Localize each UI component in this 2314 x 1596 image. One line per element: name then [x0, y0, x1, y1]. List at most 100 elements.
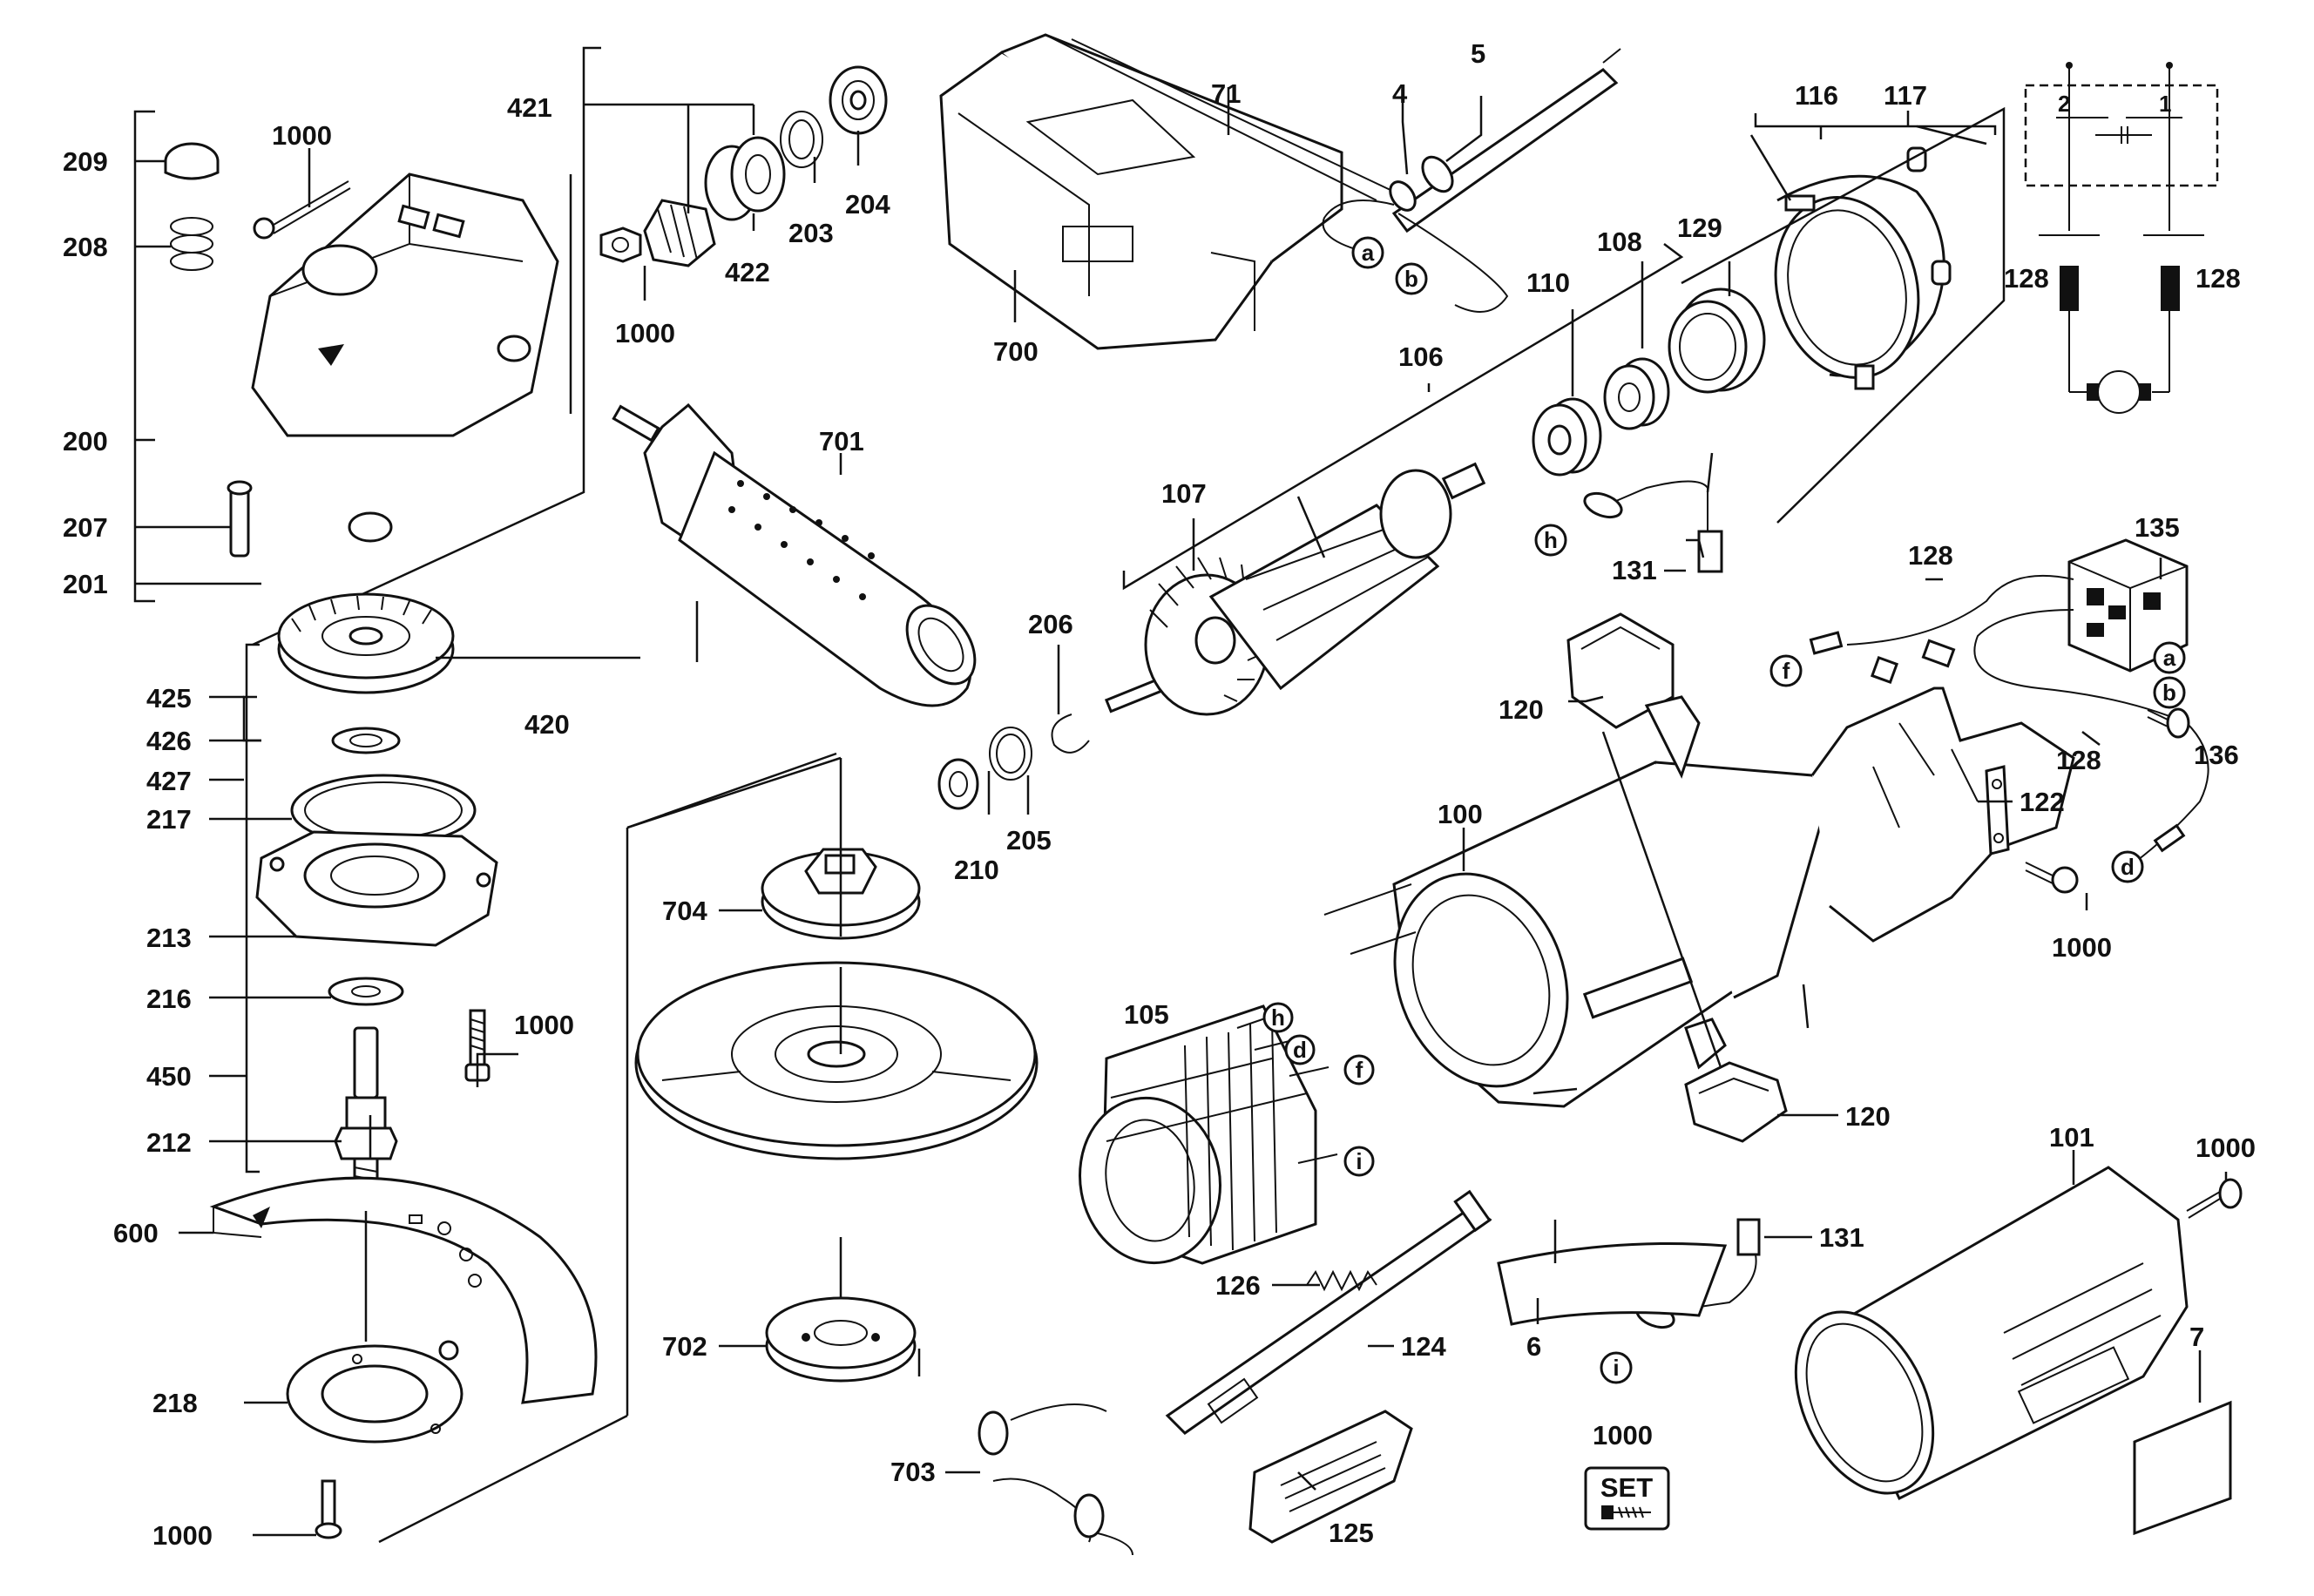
screw-1000-right: [2025, 862, 2079, 894]
part-label: 704: [662, 896, 707, 926]
bearing-204: [829, 65, 888, 135]
svg-text:d: d: [1293, 1037, 1307, 1063]
part-label: 209: [63, 146, 108, 177]
svg-text:f: f: [1783, 658, 1790, 684]
part-label: 120: [1845, 1101, 1891, 1132]
svg-text:a: a: [2163, 645, 2176, 671]
part-label: 5: [1471, 38, 1485, 69]
part-label: 136: [2194, 740, 2239, 770]
nameplate-7: [2133, 1400, 2232, 1536]
part-label: 4: [1392, 78, 1408, 109]
leader-lines: [135, 87, 2228, 1537]
connection-marker-b-switch: b: [2153, 676, 2186, 709]
part-label: 1000: [615, 318, 675, 348]
plate-122: [1985, 765, 2010, 855]
part-label: 421: [507, 92, 552, 123]
part-label: 6: [1526, 1331, 1541, 1362]
switch-135: [2067, 538, 2189, 673]
carry-case: [939, 33, 1395, 350]
part-label: 71: [1211, 78, 1241, 109]
part-label: 212: [146, 1127, 192, 1158]
part-label: 1000: [1593, 1420, 1653, 1451]
connection-marker-a-cord: a: [1351, 236, 1384, 269]
fan-baffle: [1774, 146, 1952, 390]
schematic-switch-2-label: 2: [2058, 91, 2070, 117]
svg-text:i: i: [1613, 1355, 1619, 1381]
part-label: 126: [1215, 1270, 1261, 1301]
part-label: 106: [1398, 342, 1444, 372]
svg-text:h: h: [1544, 527, 1558, 553]
connection-marker-f-stator: f: [1343, 1054, 1375, 1085]
screw-1000-bottom: [315, 1479, 342, 1539]
part-label: 135: [2135, 512, 2180, 543]
flange-nut-702: [765, 1296, 917, 1383]
part-label: 422: [725, 257, 770, 287]
part-label: 203: [788, 218, 834, 248]
bearing-sleeve-129: [1668, 287, 1766, 394]
cap-part: [164, 142, 220, 180]
screw-set-badge: SET: [1584, 1466, 1670, 1531]
svg-text:a: a: [1362, 240, 1375, 266]
part-label: 128: [2196, 263, 2241, 294]
label-6: [1497, 1242, 1728, 1326]
part-label: 206: [1028, 609, 1073, 639]
end-cap-101: [1794, 1166, 2189, 1501]
brush-holder-upper: [1566, 612, 1701, 779]
bearing-flange: [255, 774, 498, 947]
part-label: 125: [1329, 1518, 1374, 1548]
circlips-210-205-206: [937, 713, 1090, 810]
bearing-110: [1532, 397, 1602, 477]
washer-216: [328, 977, 404, 1006]
part-label: 700: [993, 336, 1039, 367]
part-label: 600: [113, 1218, 159, 1248]
part-label: 1000: [152, 1520, 213, 1551]
part-label: 124: [1401, 1331, 1446, 1362]
spanner-703: [978, 1403, 1133, 1556]
part-label: 128: [2056, 745, 2101, 775]
part-label: 200: [63, 426, 108, 456]
screw-part: [253, 180, 351, 240]
part-label: 1000: [2052, 932, 2112, 963]
screw-136: [2147, 707, 2190, 739]
switch-wires-128: [1809, 574, 2209, 863]
connection-marker-h-stator: h: [1262, 1002, 1294, 1033]
part-label: 108: [1597, 227, 1642, 257]
connection-marker-d-stator: d: [1284, 1034, 1316, 1065]
cutting-disc: [634, 961, 1039, 1160]
part-label: 204: [845, 189, 890, 220]
connection-marker-d-wire: d: [2111, 850, 2144, 883]
connection-marker-i-stator: i: [1343, 1146, 1375, 1177]
svg-text:i: i: [1356, 1148, 1362, 1174]
bearing-108: [1603, 357, 1670, 430]
part-label: 117: [1884, 80, 1927, 111]
part-label: 216: [146, 984, 192, 1014]
motor-housing: [1323, 639, 2075, 1108]
part-label: 131: [1612, 555, 1657, 585]
pin-part: [227, 480, 393, 558]
spring-126: [1306, 1269, 1377, 1292]
connection-markers: a b h f a b d h: [1262, 236, 2186, 1384]
wiring-schematic: 2 1: [2024, 62, 2219, 414]
svg-text:h: h: [1271, 1004, 1285, 1031]
brush-holder-lower: [1684, 1018, 1788, 1143]
part-label: 107: [1161, 478, 1207, 509]
washer-parts: [331, 727, 401, 754]
part-label: 426: [146, 726, 192, 756]
part-label: 427: [146, 766, 192, 796]
armature: [1104, 462, 1486, 716]
part-label: 128: [1908, 540, 1953, 571]
part-label: 1000: [272, 120, 332, 151]
part-label: 217: [146, 804, 192, 835]
power-cord: [1322, 48, 1621, 313]
connection-marker-a-switch: a: [2153, 641, 2186, 674]
connection-marker-i-brush: i: [1600, 1351, 1633, 1384]
screw-set-icon: [1601, 1505, 1651, 1519]
schematic-switch-1-label: 1: [2159, 91, 2171, 117]
clamp-ring: [286, 1340, 463, 1444]
part-label: 213: [146, 923, 192, 953]
part-label: 1000: [514, 1010, 574, 1040]
part-label: 703: [890, 1457, 936, 1487]
part-label: 210: [954, 855, 999, 885]
connection-marker-b-cord: b: [1395, 262, 1428, 295]
screw-1000-endcap: [2186, 1178, 2243, 1219]
